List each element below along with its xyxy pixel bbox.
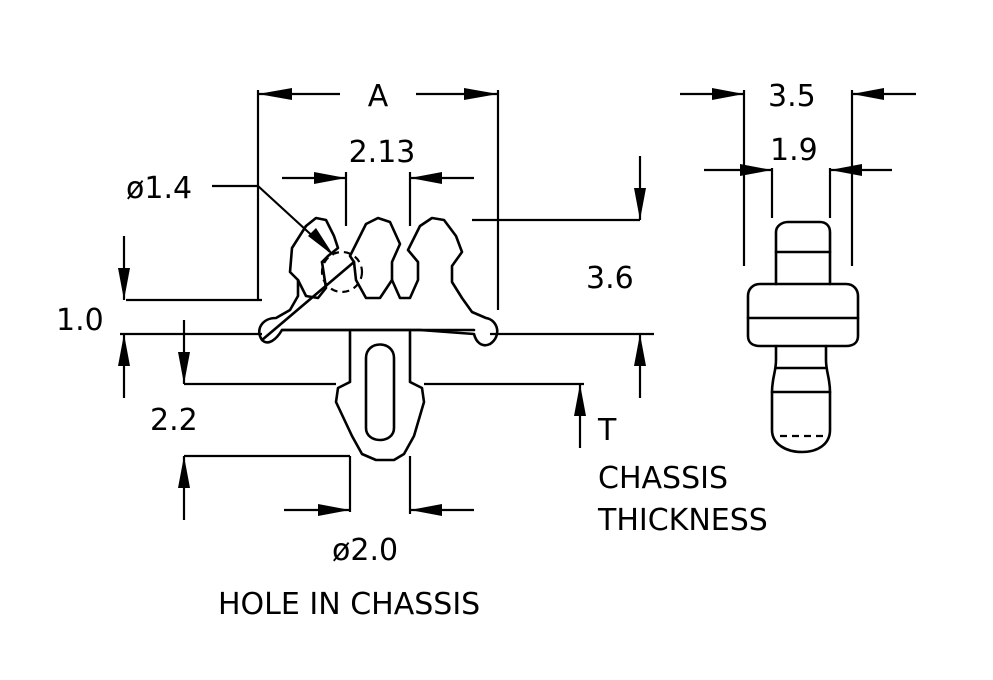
dim-side-inner-label: 1.9 bbox=[770, 133, 818, 168]
dimension-height: 3.6 bbox=[472, 156, 654, 398]
left-lobe bbox=[296, 260, 328, 300]
cradle-outline bbox=[257, 216, 499, 347]
dim-a-label: A bbox=[368, 79, 389, 114]
side-stem-bands bbox=[770, 366, 832, 394]
ball-outline bbox=[320, 250, 364, 294]
dimension-a: A bbox=[256, 79, 500, 310]
dim-hole-label: ø2.0 bbox=[332, 533, 398, 568]
stem bbox=[334, 330, 426, 462]
dimension-hole-diameter: ø2.0 bbox=[284, 456, 474, 568]
stem-slot bbox=[364, 343, 396, 442]
dim-height-label: 3.6 bbox=[586, 261, 634, 296]
dim-pitch-label: 2.13 bbox=[349, 135, 416, 170]
dimension-side-inner: 1.9 bbox=[704, 133, 892, 218]
hole-in-chassis-label: HOLE IN CHASSIS bbox=[218, 587, 480, 622]
dim-depth-label: 2.2 bbox=[150, 403, 198, 438]
side-top-block bbox=[774, 220, 832, 286]
dimension-depth: 2.2 bbox=[150, 320, 352, 520]
side-view-clip bbox=[746, 220, 860, 454]
middle-lobe bbox=[352, 260, 394, 300]
dimension-t: T bbox=[424, 382, 617, 448]
dim-thickness-label: 1.0 bbox=[56, 303, 104, 338]
dim-t-label: T bbox=[597, 413, 617, 448]
dimension-ball-diameter: ø1.4 bbox=[126, 171, 334, 256]
side-stem bbox=[770, 344, 832, 454]
dim-ball-label: ø1.4 bbox=[126, 171, 192, 206]
thickness-label: THICKNESS bbox=[597, 503, 768, 538]
dimension-pitch: 2.13 bbox=[282, 135, 474, 226]
chassis-label: CHASSIS bbox=[598, 461, 728, 496]
front-view-clip bbox=[257, 216, 499, 462]
side-flange bbox=[746, 282, 860, 348]
dim-side-width-label: 3.5 bbox=[768, 79, 816, 114]
dimension-side-width: 3.5 bbox=[680, 79, 916, 266]
dimension-thickness-left: 1.0 bbox=[56, 236, 262, 398]
